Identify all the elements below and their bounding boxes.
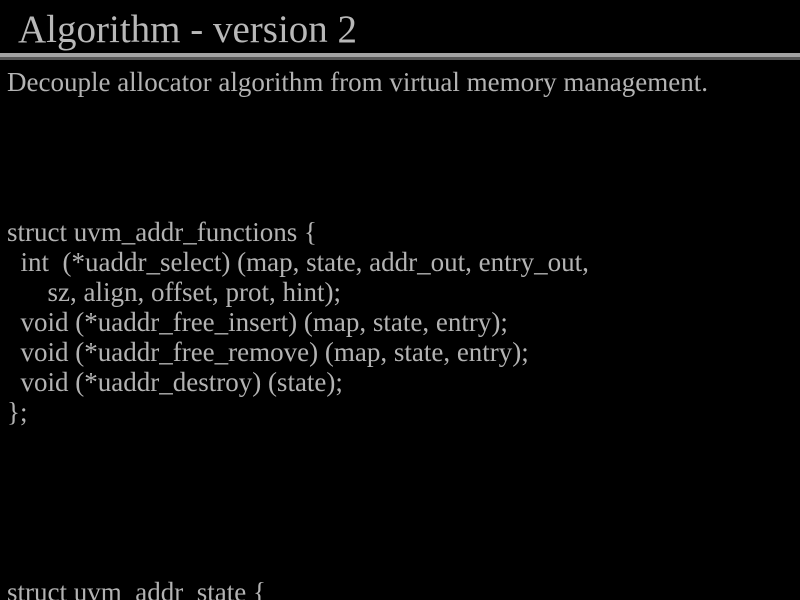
code-line: void (*uaddr_free_insert) (map, state, e… [7,307,508,337]
description-text: Decouple allocator algorithm from virtua… [7,67,709,97]
title-underline [0,53,800,60]
code-line: }; [7,397,28,427]
code-line: void (*uaddr_destroy) (state); [7,367,343,397]
code-block-uvm-addr-state: struct uvm_addr_state { vaddr_t uaddr_mi… [7,487,800,600]
code-line: struct uvm_addr_state { [7,577,266,600]
page-title: Algorithm - version 2 [18,8,358,51]
title-underline-bottom [0,57,800,60]
code-line: struct uvm_addr_functions { [7,217,317,247]
slide-body: Decouple allocator algorithm from virtua… [0,60,800,600]
code-line: void (*uaddr_free_remove) (map, state, e… [7,337,529,367]
title-underline-top [0,53,800,57]
code-line: int (*uaddr_select) (map, state, addr_ou… [7,247,589,277]
code-line: sz, align, offset, prot, hint); [7,277,341,307]
code-block-uvm-addr-functions: struct uvm_addr_functions { int (*uaddr_… [7,127,800,427]
